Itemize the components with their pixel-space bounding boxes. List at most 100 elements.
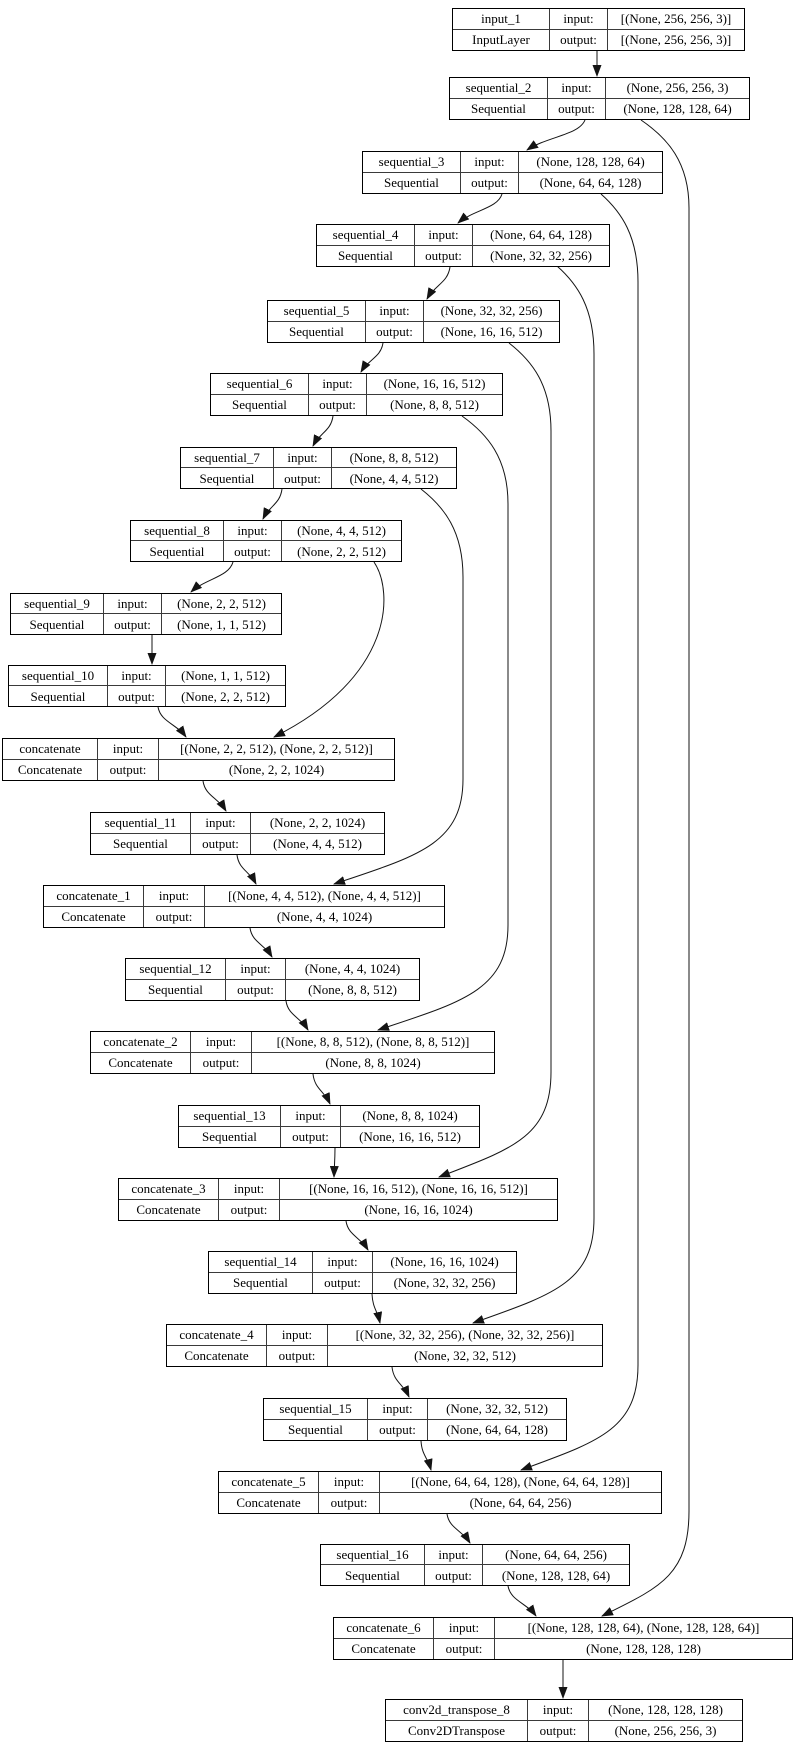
output-label: output: [366, 321, 424, 342]
input-shape: (None, 8, 8, 512) [332, 448, 456, 468]
layer-name: concatenate [3, 739, 98, 760]
output-shape: (None, 8, 8, 512) [308, 982, 397, 998]
output-shape: (None, 32, 32, 256) [490, 248, 592, 264]
input-shape: (None, 2, 2, 512) [162, 594, 281, 614]
edge-sequential_8-to-sequential_9 [190, 561, 234, 593]
output-label: output: [309, 394, 367, 415]
output-label: output: [226, 979, 286, 1000]
input-shape: (None, 16, 16, 512) [367, 374, 502, 395]
edge-sequential_7-to-sequential_8 [262, 488, 283, 520]
input-label: input: [219, 1179, 280, 1200]
edge-sequential_15-to-concatenate_5 [420, 1440, 433, 1471]
input-shape: (None, 256, 256, 3) [606, 78, 749, 99]
edge-sequential_14-to-concatenate_4 [371, 1293, 383, 1324]
layer-name: sequential_10 [9, 666, 108, 686]
input-label: input: [224, 521, 282, 541]
input-shape: (None, 4, 4, 1024) [286, 959, 419, 980]
output-shape: (None, 128, 128, 128) [586, 1641, 701, 1657]
input-label: input: [267, 1325, 328, 1346]
edge-sequential_2-to-sequential_3 [526, 119, 586, 151]
layer-name: sequential_8 [131, 521, 224, 541]
edge-sequential_13-to-concatenate_3 [329, 1147, 339, 1178]
output-label: output: [550, 29, 608, 50]
edge-sequential_10-to-concatenate [157, 706, 187, 738]
input-shape: [(None, 32, 32, 256), (None, 32, 32, 256… [328, 1325, 602, 1346]
input-label: input: [108, 666, 166, 686]
output-label: output: [425, 1565, 483, 1585]
skip-connection-edge-sequential_3-to-concatenate_5 [520, 193, 639, 1471]
output-label: output: [191, 1052, 252, 1073]
edge-sequential_5-to-sequential_6 [360, 342, 384, 373]
skip-connection-edge-sequential_8-to-concatenate [273, 561, 385, 738]
input-shape: (None, 128, 128, 128) [589, 1700, 742, 1721]
input-shape: (None, 16, 16, 1024) [373, 1252, 516, 1273]
output-shape: (None, 64, 64, 128) [446, 1422, 548, 1438]
output-shape: (None, 128, 128, 64) [501, 1567, 611, 1583]
output-label: output: [548, 98, 606, 119]
output-shape: (None, 16, 16, 512) [359, 1129, 461, 1145]
input-label: input: [319, 1472, 380, 1493]
input-label: input: [368, 1399, 428, 1420]
input-shape: [(None, 64, 64, 128), (None, 64, 64, 128… [380, 1472, 661, 1493]
layer-name: concatenate_4 [167, 1325, 267, 1346]
input-label: input: [191, 1032, 252, 1053]
output-shape: (None, 4, 4, 512) [349, 470, 439, 486]
input-label: input: [98, 739, 159, 760]
layer-type: InputLayer [453, 29, 550, 50]
layer-name: sequential_9 [11, 594, 104, 614]
input-shape: (None, 64, 64, 128) [473, 225, 609, 246]
input-label: input: [281, 1106, 341, 1127]
output-label: output: [104, 614, 162, 634]
edge-concatenate_4-to-sequential_15 [391, 1366, 410, 1398]
edge-concatenate_5-to-sequential_16 [446, 1513, 471, 1544]
skip-connection-edge-sequential_7-to-concatenate_1 [333, 488, 464, 885]
layer-name: conv2d_transpose_8 [386, 1700, 528, 1721]
layer-type: Concatenate [167, 1345, 267, 1366]
layer-name: concatenate_1 [44, 886, 144, 907]
layer-type: Concatenate [91, 1052, 191, 1073]
output-label: output: [434, 1638, 495, 1659]
input-label: input: [191, 813, 251, 834]
layer-type: Sequential [91, 833, 191, 854]
layer-type: Sequential [179, 1126, 281, 1147]
skip-connection-edge-sequential_6-to-concatenate_2 [377, 415, 509, 1031]
input-label: input: [226, 959, 286, 980]
input-label: input: [309, 374, 367, 395]
output-shape: (None, 128, 128, 64) [623, 101, 732, 117]
layer-type: Sequential [268, 321, 366, 342]
output-label: output: [274, 468, 332, 488]
edge-concatenate_3-to-sequential_14 [345, 1220, 369, 1251]
input-label: input: [313, 1252, 373, 1273]
output-label: output: [191, 833, 251, 854]
input-shape: (None, 128, 128, 64) [519, 152, 662, 173]
output-shape: (None, 2, 2, 512) [181, 688, 270, 704]
output-label: output: [281, 1126, 341, 1147]
output-label: output: [108, 686, 166, 706]
output-label: output: [219, 1199, 280, 1220]
layer-type: Sequential [126, 979, 226, 1000]
input-label: input: [434, 1618, 495, 1639]
output-shape: [(None, 256, 256, 3)] [620, 32, 732, 48]
output-shape: (None, 2, 2, 512) [297, 543, 386, 559]
output-shape: (None, 32, 32, 512) [414, 1348, 516, 1364]
layer-name: sequential_3 [363, 152, 461, 173]
output-shape: (None, 16, 16, 1024) [364, 1202, 473, 1218]
output-label: output: [313, 1272, 373, 1293]
edge-sequential_11-to-concatenate_1 [236, 854, 257, 885]
input-shape: [(None, 128, 128, 64), (None, 128, 128, … [495, 1618, 792, 1639]
output-shape: (None, 8, 8, 512) [390, 397, 479, 413]
edge-sequential_12-to-concatenate_2 [285, 1000, 309, 1031]
layer-name: sequential_4 [317, 225, 415, 246]
output-shape: (None, 256, 256, 3) [614, 1723, 717, 1739]
